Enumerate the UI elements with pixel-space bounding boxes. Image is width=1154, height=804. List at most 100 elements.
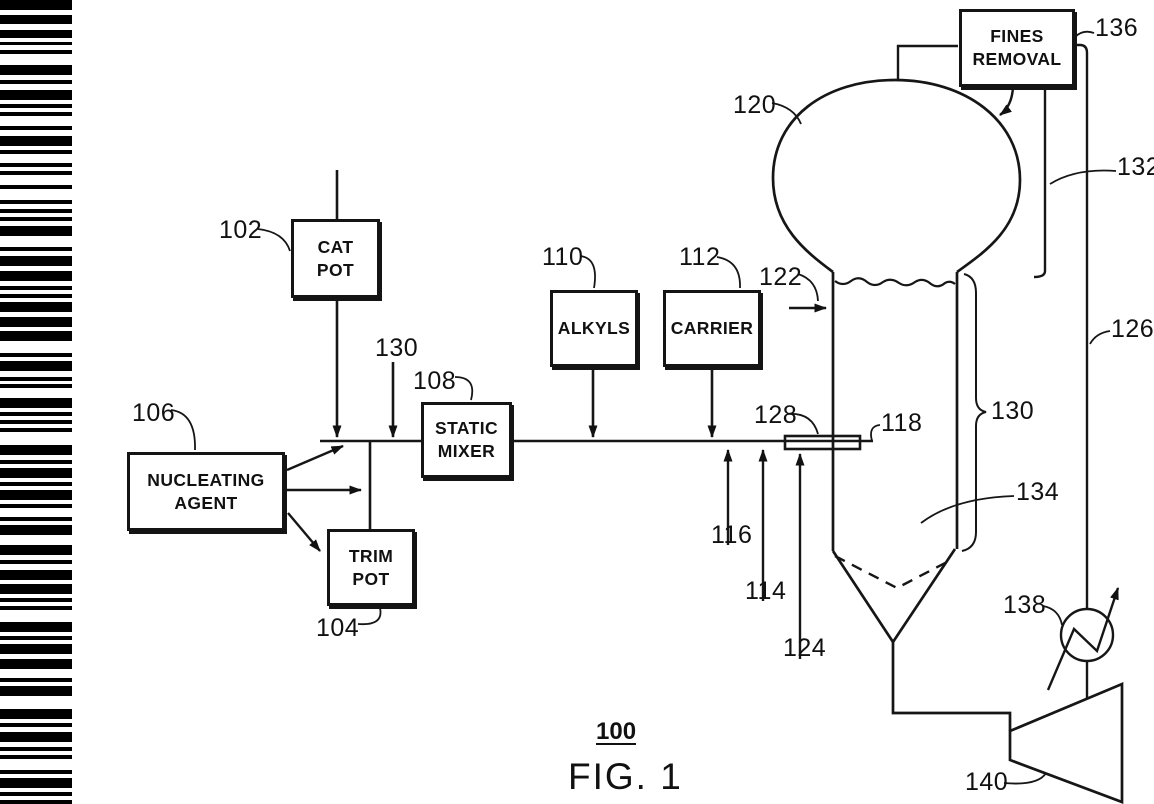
barcode-bar xyxy=(0,30,72,38)
section-brace-130 xyxy=(961,273,987,552)
barcode-bar xyxy=(0,317,72,327)
injector-tube xyxy=(783,434,862,451)
ref-106: 106 xyxy=(132,399,176,427)
barcode-bar xyxy=(0,42,72,45)
alkyls-label: ALKYLS xyxy=(557,318,631,339)
reactor-vessel xyxy=(771,78,1022,731)
barcode-bar xyxy=(0,15,72,24)
barcode-bar xyxy=(0,384,72,388)
ref-140: 140 xyxy=(965,768,1009,796)
ref-138: 138 xyxy=(1003,591,1047,619)
barcode-bar xyxy=(0,271,72,281)
main-feed-line xyxy=(320,170,873,529)
fines-removal-box: FINES REMOVAL xyxy=(959,9,1075,87)
barcode-bar xyxy=(0,90,72,100)
barcode-bar xyxy=(0,525,72,535)
carrier-box: CARRIER xyxy=(663,290,761,367)
reactor-dome xyxy=(771,78,1022,274)
heat-exchanger-icon xyxy=(1046,587,1120,691)
bed-level-wavy-line xyxy=(834,277,956,288)
barcode-bar xyxy=(0,209,72,213)
static-mixer-label: STATIC MIXER xyxy=(435,418,498,461)
fines-return-arrow xyxy=(999,86,1015,116)
compressor-icon xyxy=(1008,681,1124,804)
barcode-bar xyxy=(0,302,72,312)
barcode-bar xyxy=(0,80,72,84)
nucleating-agent-arrows xyxy=(286,444,362,552)
ref-112: 112 xyxy=(679,243,721,271)
ref-104: 104 xyxy=(316,614,360,642)
barcode-bar xyxy=(0,0,72,10)
barcode-bar xyxy=(0,104,72,108)
barcode-bar xyxy=(0,217,72,221)
ref-136: 136 xyxy=(1095,14,1139,42)
barcode-bar xyxy=(0,420,72,424)
ref-126: 126 xyxy=(1111,315,1154,343)
barcode-bar xyxy=(0,65,72,75)
barcode-bar xyxy=(0,709,72,719)
barcode-bar xyxy=(0,200,72,204)
barcode-bar xyxy=(0,545,72,555)
trim-pot-box: TRIM POT xyxy=(327,529,415,606)
ref-114: 114 xyxy=(745,577,787,605)
barcode-bar xyxy=(0,570,72,580)
barcode-bar xyxy=(0,560,72,564)
barcode-bar xyxy=(0,659,72,669)
barcode-bar xyxy=(0,294,72,298)
distributor-dashed-line xyxy=(834,554,948,590)
barcode-bar xyxy=(0,50,72,54)
barcode-bar xyxy=(0,171,72,175)
barcode-bar xyxy=(0,226,72,236)
fines-removal-piping xyxy=(896,43,1089,698)
barcode-bar xyxy=(0,445,72,455)
barcode-bar xyxy=(0,361,72,371)
reactor-cone xyxy=(831,548,957,645)
carrier-label: CARRIER xyxy=(670,318,754,339)
barcode-bar xyxy=(0,504,72,508)
figure-number: 100 xyxy=(596,718,637,745)
bottom-outlet-line xyxy=(891,642,1012,731)
barcode-bar xyxy=(0,331,72,341)
barcode-bar xyxy=(0,770,72,774)
ref-132: 132 xyxy=(1117,153,1154,181)
ref-116: 116 xyxy=(711,521,753,549)
nucleating-agent-label: NUCLEATING AGENT xyxy=(147,469,265,513)
barcode-bar xyxy=(0,377,72,381)
barcode-bar xyxy=(0,732,72,742)
barcode-bar xyxy=(0,150,72,154)
barcode-bar xyxy=(0,755,72,759)
barcode-bar xyxy=(0,136,72,146)
barcode-bar xyxy=(0,517,72,521)
ref-120: 120 xyxy=(733,91,777,119)
barcode-bar xyxy=(0,792,72,796)
fines-inlet-line xyxy=(896,44,958,81)
barcode-bar xyxy=(0,678,72,682)
barcode-bar xyxy=(0,163,72,167)
ref-130-side: 130 xyxy=(991,397,1035,425)
ref-118: 118 xyxy=(881,409,923,437)
barcode-bar xyxy=(0,428,72,432)
barcode-bar xyxy=(0,126,72,130)
alkyls-box: ALKYLS xyxy=(550,290,638,367)
barcode-bar xyxy=(0,256,72,266)
barcode-bar xyxy=(0,460,72,464)
barcode-bar xyxy=(0,800,72,804)
fines-removal-label: FINES REMOVAL xyxy=(972,26,1062,69)
barcode-bar xyxy=(0,286,72,290)
barcode-bar xyxy=(0,644,72,654)
barcode-bar xyxy=(0,412,72,416)
barcode-bar xyxy=(0,747,72,751)
cat-pot-label: CAT POT xyxy=(316,236,355,280)
barcode-bar xyxy=(0,622,72,632)
ref-110: 110 xyxy=(542,243,584,271)
cat-pot-box: CAT POT xyxy=(291,219,380,298)
barcode-bar xyxy=(0,353,72,357)
barcode-bar xyxy=(0,185,72,189)
barcode-bar xyxy=(0,490,72,500)
ref-124: 124 xyxy=(783,634,827,662)
barcode-bar xyxy=(0,686,72,696)
nucleating-agent-box: NUCLEATING AGENT xyxy=(127,452,285,531)
barcode-bar xyxy=(0,636,72,640)
